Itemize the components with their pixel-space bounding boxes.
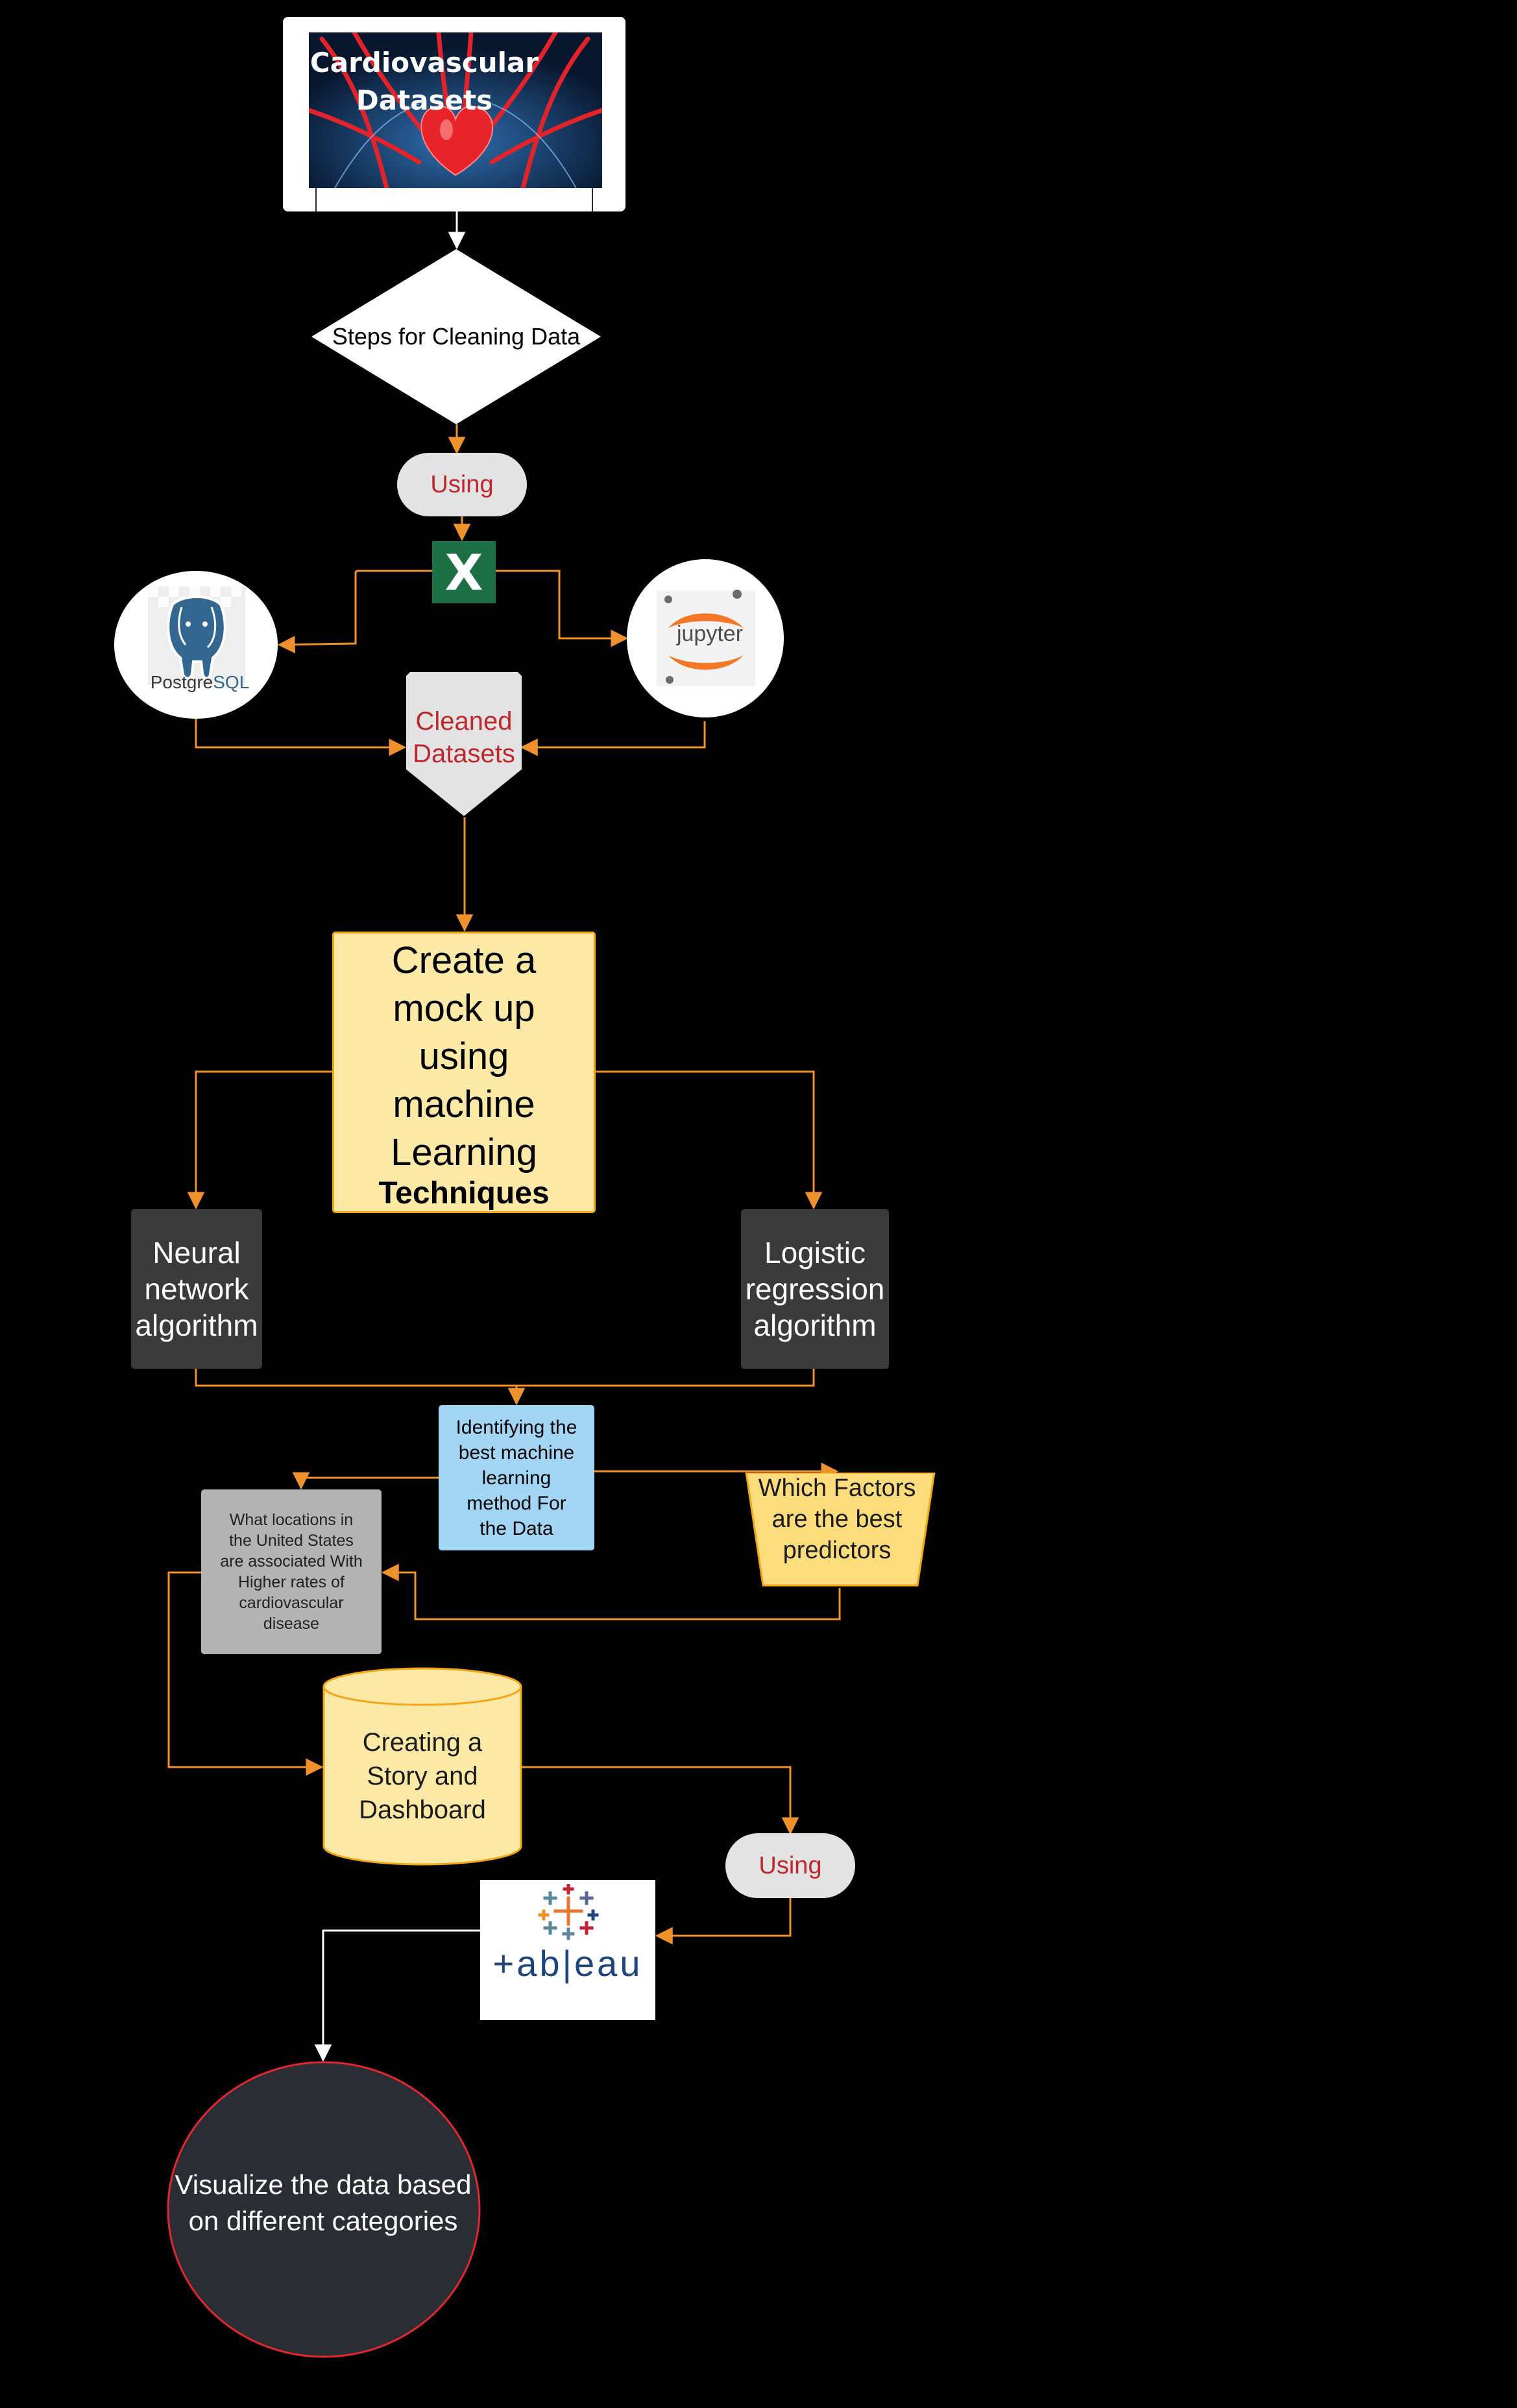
steps-for-cleaning-label: Steps for Cleaning Data	[332, 323, 581, 350]
connector-identifying-to-locations	[292, 1472, 439, 1490]
connector-mockup-to-logistic	[596, 1070, 823, 1210]
using-pill-top: Using	[397, 453, 527, 516]
using-pill-bottom: Using	[725, 1833, 855, 1898]
connector-factors-to-locations	[381, 1563, 841, 1620]
connector-algorithms-to-identifying	[195, 1369, 815, 1404]
frame-line-left	[315, 188, 317, 211]
identifying-method-box: Identifying the best machine learning me…	[439, 1405, 594, 1550]
story-dashboard-cylinder	[322, 1667, 522, 1866]
jupyter-label: jupyter	[676, 621, 744, 646]
neural-network-box: Neural network algorithm	[131, 1209, 262, 1369]
decision-diamond	[311, 249, 601, 424]
connector-story-to-using	[522, 1766, 799, 1835]
mockup-label: Create a mock up using machine Learning	[391, 939, 537, 1174]
jupyter-icon	[657, 590, 755, 686]
heart-illustration	[309, 32, 602, 188]
postgresql-label-right: SQL	[213, 672, 250, 692]
header-title: Cardiovascular Datasets	[309, 44, 540, 119]
tableau-plus-icon	[538, 1884, 599, 1940]
tableau-logo-card: +ab|eau	[480, 1880, 655, 2020]
mockup-text: Create a mock up using machine Learning …	[332, 932, 596, 1210]
header-title-line2: Datasets	[356, 84, 493, 116]
frame-line-right	[592, 188, 593, 211]
tableau-label: +ab|eau	[492, 1943, 643, 1984]
connector-tableau-to-visualize	[314, 1929, 480, 2062]
which-factors-label: Which Factors are the best predictors	[758, 1475, 916, 1564]
connector-excel-to-postgres	[277, 570, 432, 654]
postgresql-elephant-icon	[148, 586, 245, 685]
visualize-label: Visualize the data based on different ca…	[175, 2169, 472, 2236]
connector-mockup-to-neural	[187, 1070, 332, 1210]
cleaned-datasets-label: Cleaned Datasets	[413, 707, 515, 768]
cleaned-datasets-shape	[406, 672, 522, 816]
mockup-box	[332, 932, 596, 1213]
connector-excel-to-jupyter	[496, 570, 629, 647]
postgresql-label-left: Postgre	[150, 672, 213, 692]
header-title-line1: Cardiovascular	[309, 47, 539, 78]
which-factors-shape	[745, 1473, 936, 1587]
connector-locations-to-story	[167, 1571, 324, 1776]
logistic-regression-box: Logistic regression algorithm	[741, 1209, 889, 1369]
postgresql-circle: PostgreSQL	[114, 571, 278, 719]
mockup-emphasis-label: Techniques	[378, 1176, 550, 1210]
story-dashboard-label: Creating a Story and Dashboard	[359, 1728, 486, 1824]
excel-letter: X	[444, 543, 483, 601]
what-locations-box: What locations in the United States are …	[201, 1489, 382, 1654]
connector-postgres-to-cleaned	[195, 719, 407, 756]
excel-icon: X	[432, 541, 496, 603]
visualize-circle	[167, 2061, 481, 2358]
connector-jupyter-to-cleaned	[520, 721, 706, 756]
connector-using-to-tableau	[655, 1898, 792, 1945]
jupyter-circle: jupyter	[627, 559, 784, 717]
